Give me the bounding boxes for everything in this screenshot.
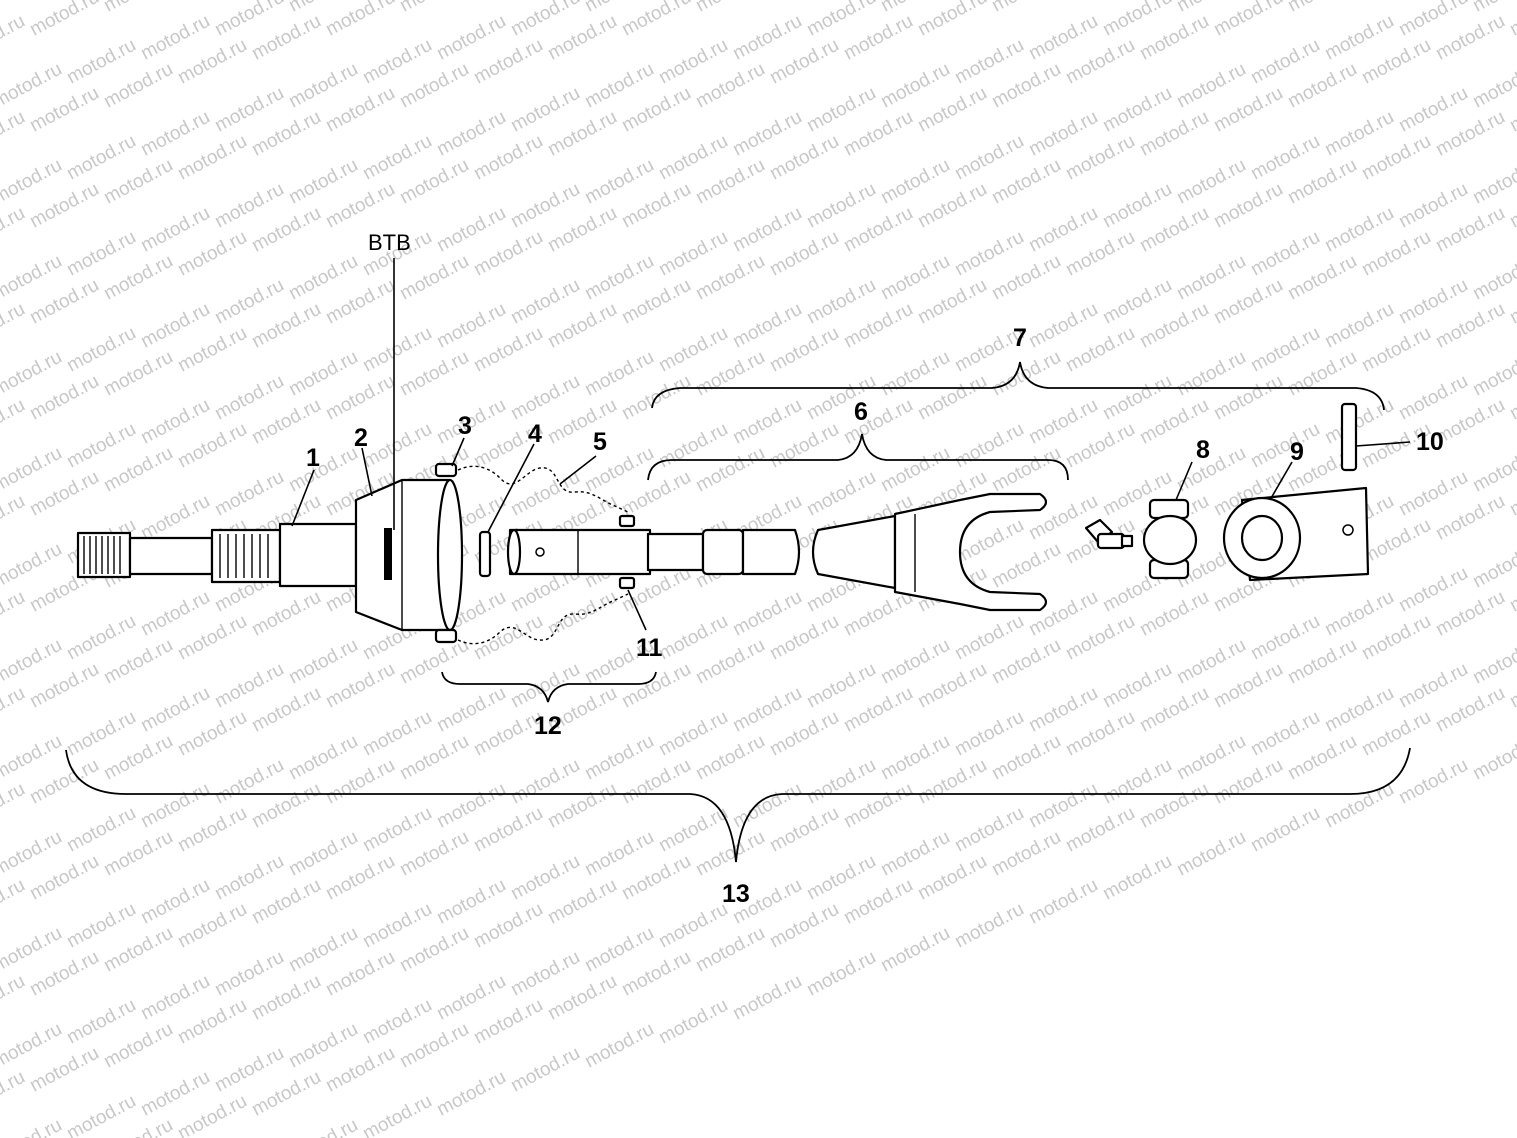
- watermark-text: motod.ru: [988, 0, 1064, 16]
- watermark-text: motod.ru: [877, 923, 953, 977]
- watermark-text: motod.ru: [0, 779, 29, 833]
- watermark-text: motod.ru: [285, 1115, 361, 1138]
- watermark-text: motod.ru: [1469, 539, 1517, 593]
- callout-9: 9: [1290, 438, 1304, 466]
- callout-labels: BTB 1 2 3 4 5 6 7 8 9 10 11 12 13: [306, 230, 1444, 908]
- part-5-boot: [457, 465, 629, 645]
- watermark-text: motod.ru: [1469, 731, 1517, 785]
- callout-4: 4: [528, 420, 542, 448]
- part-4-ring: [478, 530, 492, 578]
- watermark-text: motod.ru: [618, 0, 694, 40]
- watermark-text: motod.ru: [655, 995, 731, 1049]
- watermark-text: motod.ru: [26, 0, 102, 40]
- watermark-text: motod.ru: [914, 0, 990, 40]
- watermark-text: motod.ru: [0, 1067, 29, 1121]
- watermark-text: motod.ru: [396, 0, 472, 16]
- watermark-text: motod.ru: [1469, 59, 1517, 113]
- watermark-text: motod.ru: [1469, 635, 1517, 689]
- callout-5: 5: [593, 428, 607, 456]
- part-12-inner-shaft: [506, 528, 652, 576]
- callout-13: 13: [722, 880, 750, 908]
- part-6-yoke-shaft: [646, 492, 1048, 612]
- callout-6: 6: [854, 398, 868, 426]
- watermark-text: motod.ru: [1506, 0, 1517, 40]
- watermark-text: motod.ru: [1099, 851, 1175, 905]
- part-10-pin: [1340, 402, 1358, 472]
- callout-10: 10: [1416, 428, 1444, 456]
- watermark-text: motod.ru: [507, 1043, 583, 1097]
- watermark-text: motod.ru: [581, 1019, 657, 1073]
- watermark-text: motod.ru: [1469, 155, 1517, 209]
- brace-7: [651, 361, 1385, 411]
- callout-2: 2: [354, 424, 368, 452]
- brace-6: [647, 433, 1069, 481]
- watermark-text: motod.ru: [1247, 803, 1323, 857]
- watermark-text: motod.ru: [1173, 827, 1249, 881]
- watermark-text: motod.ru: [1025, 875, 1101, 929]
- watermark-text: motod.ru: [0, 395, 29, 449]
- watermark-text: motod.ru: [1469, 251, 1517, 305]
- watermark-text: motod.ru: [951, 899, 1027, 953]
- callout-7: 7: [1013, 324, 1027, 352]
- label-btb: BTB: [368, 230, 411, 255]
- callout-3: 3: [458, 412, 472, 440]
- watermark-text: motod.ru: [100, 0, 176, 16]
- watermark-text: motod.ru: [1284, 0, 1360, 16]
- watermark-text: motod.ru: [1395, 755, 1471, 809]
- watermark-text: motod.ru: [0, 491, 29, 545]
- watermark-text: motod.ru: [0, 1115, 66, 1138]
- watermark-text: motod.ru: [1210, 0, 1286, 40]
- watermark-text: motod.ru: [0, 203, 29, 257]
- part-1-stub-shaft: [76, 522, 358, 588]
- callout-12: 12: [534, 712, 562, 740]
- watermark-text: motod.ru: [359, 1091, 435, 1138]
- part-8-cross-fitting: [1084, 498, 1198, 580]
- watermark-text: motod.ru: [692, 0, 768, 16]
- watermark-text: motod.ru: [0, 971, 29, 1025]
- callout-1: 1: [306, 444, 320, 472]
- watermark-text: motod.ru: [0, 587, 29, 641]
- watermark-text: motod.ru: [0, 107, 29, 161]
- watermark-text: motod.ru: [1469, 443, 1517, 497]
- watermark-text: motod.ru: [803, 947, 879, 1001]
- brace-13: [65, 747, 1411, 863]
- watermark-text: motod.ru: [433, 1067, 509, 1121]
- part-2-cv-housing: [354, 478, 464, 632]
- part-9-yoke: [1222, 486, 1370, 582]
- watermark-text: motod.ru: [0, 11, 29, 65]
- watermark-text: motod.ru: [0, 683, 29, 737]
- watermark-text: motod.ru: [729, 971, 805, 1025]
- part-3-boot-clamps: [434, 462, 458, 644]
- brace-12: [441, 671, 657, 703]
- callout-8: 8: [1196, 436, 1210, 464]
- part-11-clamp: [618, 514, 636, 590]
- watermark-text: motod.ru: [1469, 347, 1517, 401]
- callout-11: 11: [636, 634, 663, 662]
- watermark-text: motod.ru: [0, 299, 29, 353]
- watermark-text: motod.ru: [63, 1091, 139, 1138]
- leader-lines: [291, 258, 1411, 631]
- watermark-text: motod.ru: [322, 0, 398, 40]
- watermark-text: motod.ru: [0, 875, 29, 929]
